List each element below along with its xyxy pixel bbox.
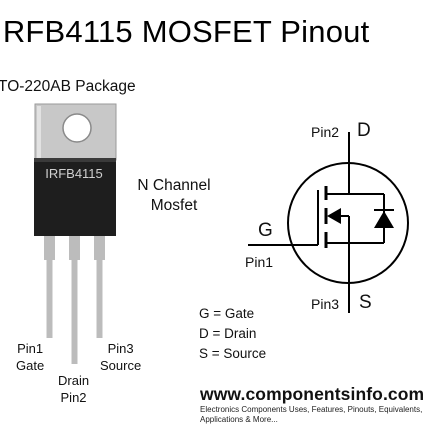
package-body <box>34 158 116 236</box>
symbol-gate-letter: G <box>258 220 273 241</box>
footer-url[interactable]: www.componentsinfo.com <box>200 384 425 404</box>
pin1-function: Gate <box>16 358 45 373</box>
body-edge <box>34 158 116 162</box>
pin-leads <box>44 236 105 364</box>
pin2-number: Pin2 <box>60 390 87 405</box>
chip-marking: IRFB4115 <box>45 166 103 181</box>
lead-2-shoulder <box>69 236 80 260</box>
lead-1-shoulder <box>44 236 55 260</box>
lead-2 <box>71 258 78 364</box>
page-title: IRFB4115 MOSFET Pinout <box>0 14 370 49</box>
lead-3 <box>96 258 103 338</box>
mounting-hole <box>62 113 92 143</box>
symbol-drain-letter: D <box>357 120 371 141</box>
lead-1 <box>46 258 53 338</box>
channel-label: N Channel Mosfet <box>128 176 220 216</box>
pin1-number: Pin1 <box>17 341 44 356</box>
symbol-drain-pin: Pin2 <box>311 124 340 140</box>
symbol-gate-pin: Pin1 <box>245 254 274 270</box>
body-diode-icon <box>374 211 394 228</box>
pin-legend: G = Gate D = Drain S = Source <box>199 304 266 364</box>
pin3-number: Pin3 <box>107 341 134 356</box>
lead-3-shoulder <box>94 236 105 260</box>
pin3-function: Source <box>100 358 142 373</box>
pin2-function: Drain <box>58 373 90 388</box>
package-label: TO-220AB Package <box>0 78 136 95</box>
symbol-source-pin: Pin3 <box>311 296 340 312</box>
pin1-label: Pin1 Gate <box>16 340 44 374</box>
tab-highlight <box>37 106 41 158</box>
channel-line-2: Mosfet <box>150 197 198 214</box>
channel-line-1: N Channel <box>137 177 211 194</box>
symbol-source-letter: S <box>359 292 372 313</box>
channel-arrow-icon <box>327 208 341 224</box>
footer-tagline: Electronics Components Uses, Features, P… <box>200 405 423 424</box>
legend-drain: D = Drain <box>199 326 257 341</box>
legend-gate: G = Gate <box>199 306 255 321</box>
legend-source: S = Source <box>199 346 267 361</box>
pin3-label: Pin3 Source <box>100 340 141 374</box>
pin2-label: Drain Pin2 <box>58 372 89 406</box>
